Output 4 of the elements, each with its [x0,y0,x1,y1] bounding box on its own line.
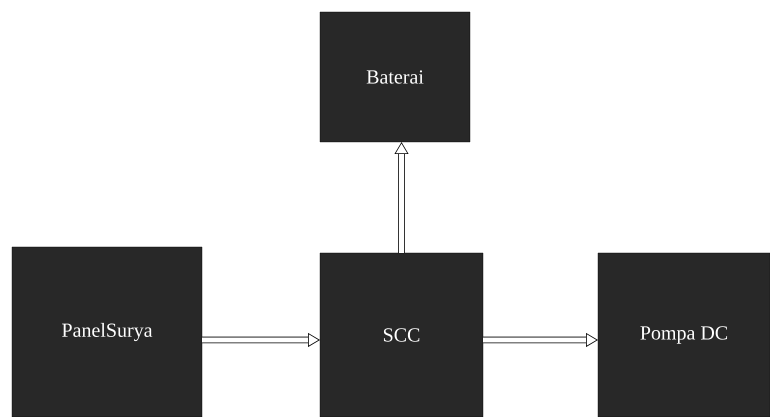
block-box: SCC [320,252,484,417]
block-box: Pompa DC [598,252,770,417]
block-box: Baterai [320,12,470,142]
block-box: PanelSurya [12,246,202,417]
